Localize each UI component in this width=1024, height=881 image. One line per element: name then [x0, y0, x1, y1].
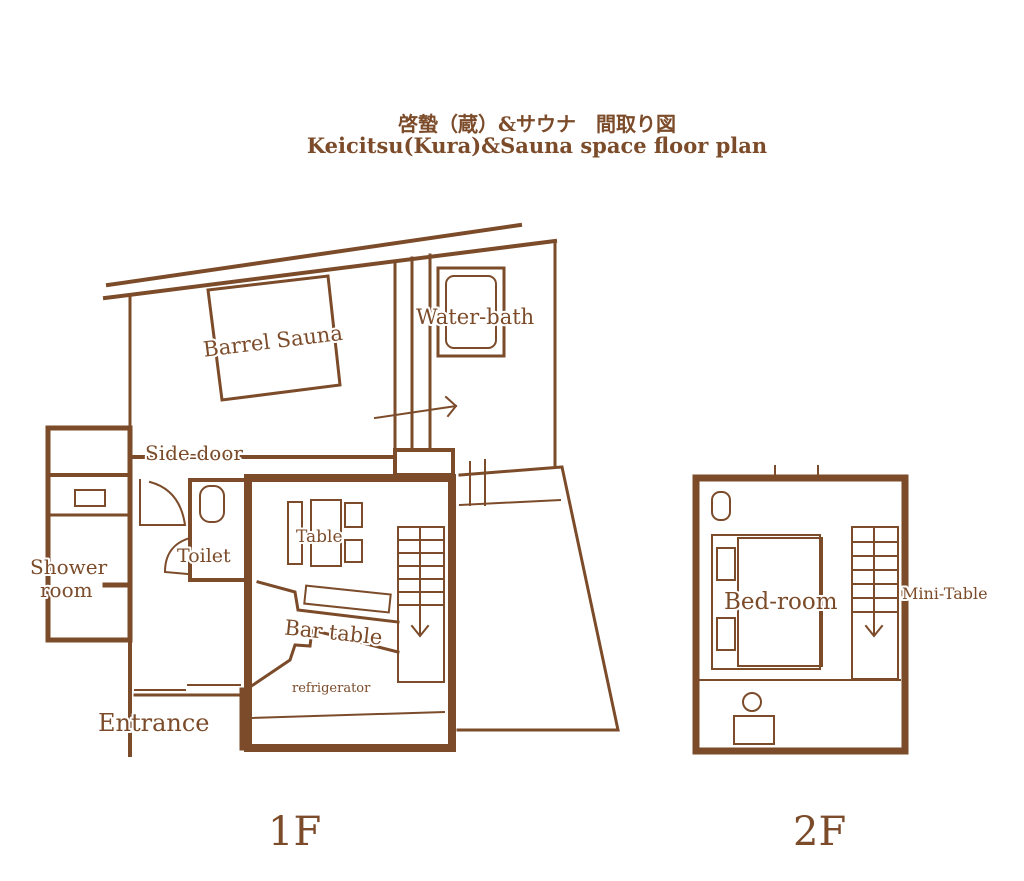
- roof-line: [105, 222, 523, 288]
- toilet-bowl-icon: [199, 485, 225, 523]
- counter-line: [248, 710, 446, 720]
- pillow: [716, 547, 736, 581]
- stairs-down-arrow-icon: [864, 624, 884, 638]
- desk: [733, 715, 775, 745]
- label-side-door: Side-door: [145, 441, 243, 465]
- label-toilet: Toilet: [177, 545, 231, 567]
- label-bedroom: Bed-room: [724, 589, 838, 615]
- title-japanese: 啓蟄（蔵）&サウナ 間取り図: [397, 112, 677, 136]
- closet-door: [139, 479, 187, 526]
- label-shower: Shower: [30, 555, 108, 579]
- arrow-head-icon: [444, 395, 458, 418]
- shower-room-wall: [45, 425, 133, 643]
- toilet-door: [163, 536, 192, 576]
- bar-counter: [247, 628, 400, 690]
- label-entrance: Entrance: [98, 709, 210, 737]
- bed: [711, 534, 821, 670]
- floor-2-wall: [692, 474, 909, 755]
- floor-1-plan: [45, 222, 620, 757]
- label-1f: 1F: [268, 809, 321, 855]
- pillow: [716, 617, 736, 651]
- bed-mattress: [737, 537, 823, 667]
- label-room: room: [40, 578, 93, 602]
- stairs-down-arrow-icon: [410, 624, 430, 638]
- bar-table: [303, 584, 392, 614]
- chair: [344, 539, 363, 563]
- barrel-sauna-outline: [206, 274, 342, 402]
- living-room-wall: [244, 474, 456, 752]
- extension-outline: [456, 465, 620, 732]
- label-mini-table: Mini-Table: [902, 584, 988, 603]
- stool: [742, 692, 762, 712]
- dining-table: [310, 499, 342, 567]
- label-water-bath: Water-bath: [416, 305, 534, 329]
- sink-icon: [74, 489, 106, 507]
- stair-steps: [398, 527, 444, 636]
- toilet-wall: [188, 478, 250, 582]
- stair-steps-2f: [852, 527, 898, 636]
- label-table: Table: [296, 527, 343, 547]
- bar-counter: [256, 580, 400, 624]
- label-2f: 2F: [793, 809, 846, 855]
- wall-block: [393, 448, 455, 477]
- roof-line: [102, 238, 558, 301]
- extension-line: [458, 498, 562, 507]
- title-english: Keicitsu(Kura)&Sauna space floor plan: [306, 133, 768, 158]
- toilet-icon: [711, 491, 731, 521]
- water-bath-tub-inner: [445, 275, 497, 349]
- water-bath-tub: [436, 266, 506, 358]
- label-refrigerator: refrigerator: [292, 681, 371, 696]
- floor-2-plan: [692, 465, 909, 755]
- label-barrel-sauna: Barrel Sauna: [202, 321, 344, 362]
- direction-arrow: [373, 404, 458, 420]
- chair: [287, 501, 303, 565]
- chair: [344, 502, 363, 528]
